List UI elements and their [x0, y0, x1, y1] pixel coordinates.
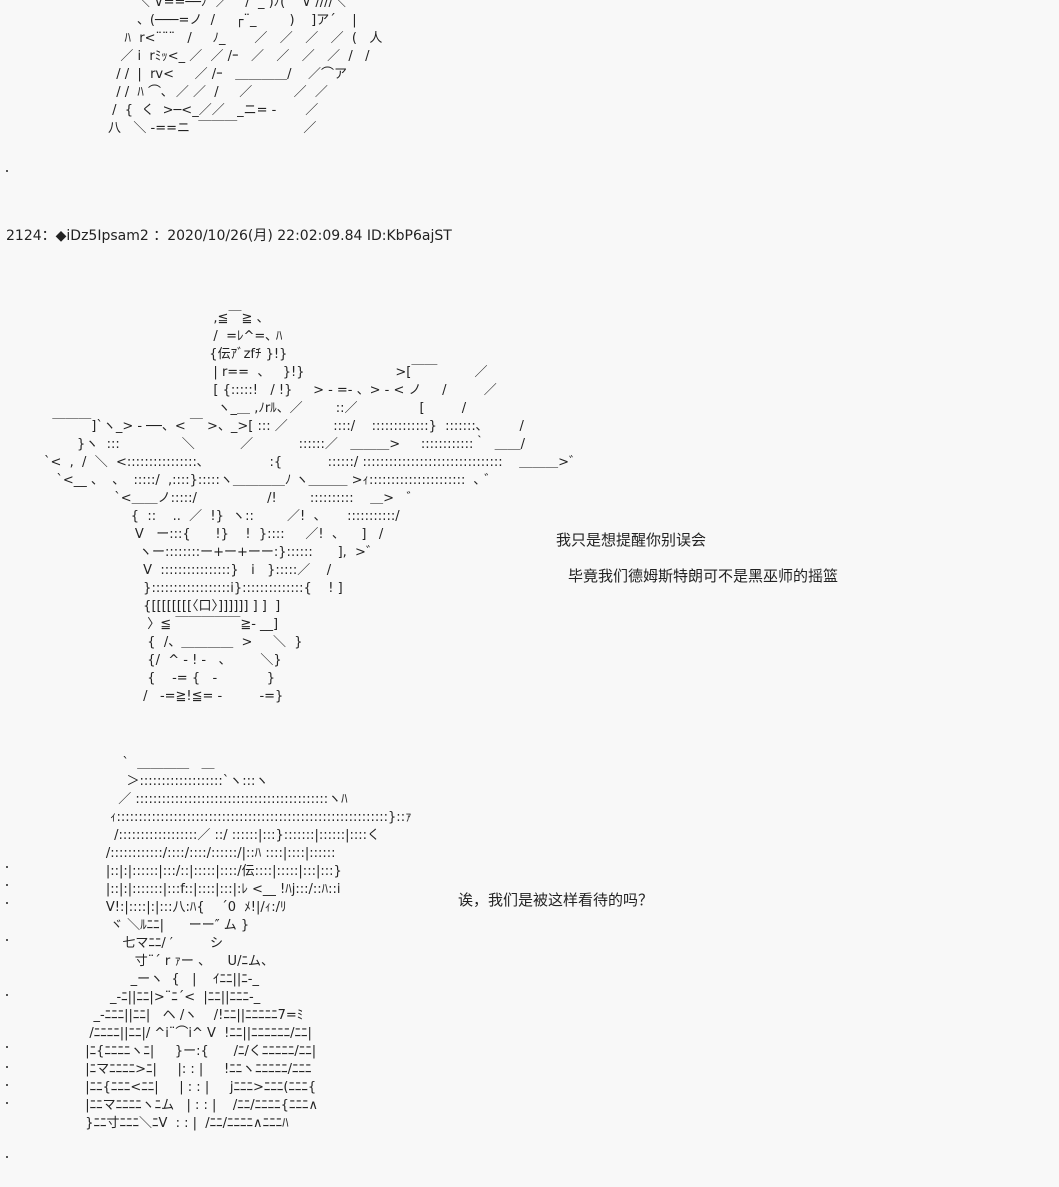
ascii-art-middle: ,≦￣≧ 、 / =ﾚ^=､ ﾊ {伝ｱﾞzfﾁ }!} | r== 、 }!}…: [44, 311, 583, 704]
margin-dot: [6, 884, 8, 886]
margin-dot: [6, 1084, 8, 1086]
post-header: 2124：◆iDz5Ipsam2 ：2020/10/26(月) 22:02:09…: [6, 228, 452, 244]
dialogue-line-3: 诶，我们是被这样看待的吗？: [458, 891, 654, 909]
margin-dot: [6, 1046, 8, 1048]
margin-dot: [6, 902, 8, 904]
margin-dot: [6, 1066, 8, 1068]
ascii-art-top: ＼ ∨==──ﾉ ／ / _ )ﾉ( ∨ ////＼ 、(───=ノ / ┌¨_…: [108, 0, 383, 136]
dialogue-line-2: 毕竟我们德姆斯特朗可不是黑巫师的摇篮: [568, 567, 839, 585]
dialogue-line-1: 我只是想提醒你别误会: [556, 531, 707, 549]
margin-dot: [6, 866, 8, 868]
margin-dot: [6, 170, 8, 172]
margin-dot: [6, 1156, 8, 1158]
margin-dot: [6, 939, 8, 941]
margin-dot: [6, 994, 8, 996]
margin-dot: [6, 1102, 8, 1104]
ascii-art-bottom: ` ＿＿＿＿ ＿ ＞:::::::::::::::::::`ヽ:::ヽ ／ ::…: [85, 756, 412, 1131]
